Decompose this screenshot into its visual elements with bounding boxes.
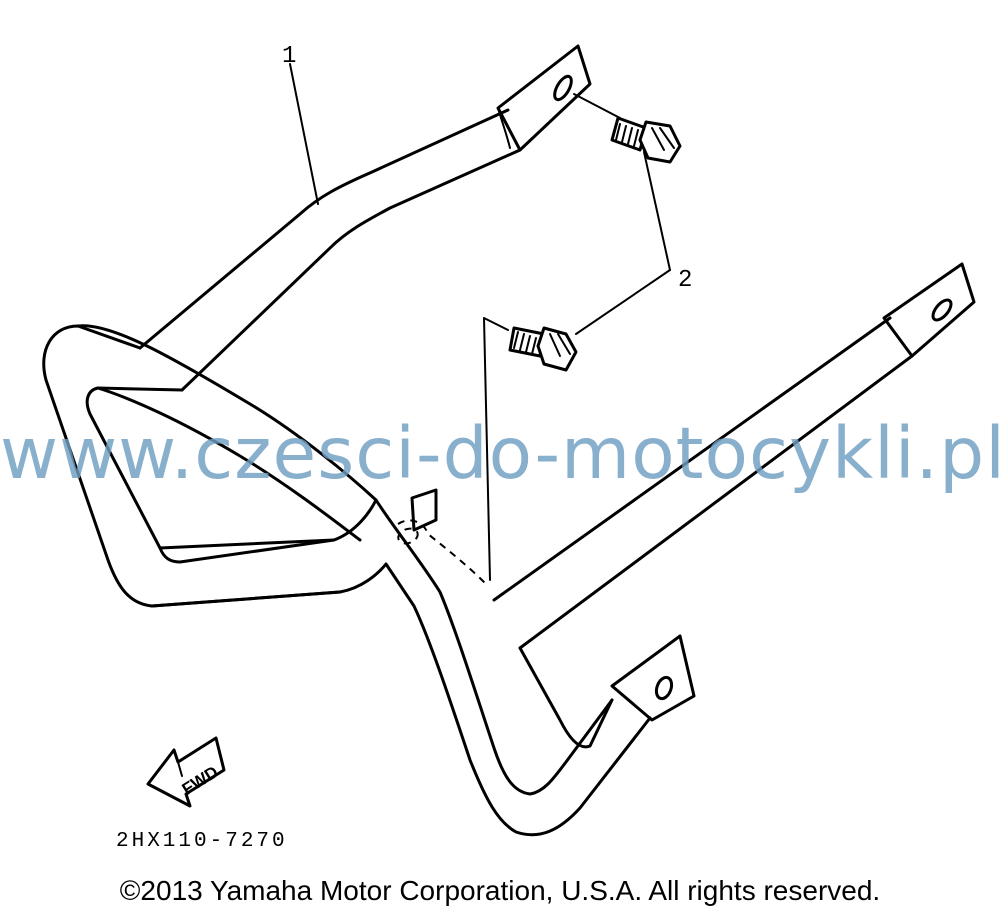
diagram-code: 2HX110-7270: [116, 830, 288, 853]
upper-mount-bracket: [496, 44, 592, 152]
grab-bar-frame: [42, 44, 976, 837]
watermark: www.czesci-do-motocykli.pl: [0, 412, 1000, 495]
leader-bolt-lower-to-tab: [483, 317, 509, 581]
lower-mount-hole: [654, 675, 674, 701]
lower-leg-edge: [518, 646, 614, 749]
bolt-upper-head-facets: [651, 127, 675, 151]
upper-arm-bottom-edge: [180, 148, 522, 392]
callout-part-2: 2: [678, 267, 692, 294]
upper-arm-top-edge: [138, 108, 510, 350]
bolt-lower-head-facets: [549, 333, 571, 357]
u-tube-front-bend-inner: [96, 386, 362, 542]
bolt-lower-thread-lines: [513, 331, 537, 355]
lower-mount-bracket: [610, 634, 696, 722]
center-tab: [410, 488, 438, 532]
fwd-arrow-icon: FWD: [146, 736, 226, 808]
leader-bolt-upper-to-hole: [573, 93, 621, 119]
upper-arm-flare: [497, 107, 511, 149]
copyright-notice: ©2013 Yamaha Motor Corporation, U.S.A. A…: [119, 875, 881, 906]
u-tube-front-bend: [76, 324, 378, 502]
u-tube-outer-edge: [42, 324, 652, 837]
leader-part-1: [289, 63, 319, 205]
leader-part-2-lower: [575, 269, 671, 335]
right-mount-hole: [931, 298, 953, 322]
cross-member-lower: [150, 590, 342, 608]
hidden-hole: [397, 527, 419, 545]
u-tube-inner-edge: [85, 386, 614, 796]
bolt-upper: [610, 116, 682, 164]
callout-part-1: 1: [282, 43, 296, 70]
hidden-weld-outline: [397, 519, 487, 585]
leader-part-2-upper: [643, 151, 671, 271]
right-mount-bracket: [882, 262, 976, 358]
upper-mount-hole: [553, 74, 573, 102]
right-arm-top-edge: [492, 316, 892, 602]
right-arm-bottom-edge: [518, 354, 914, 650]
cross-member: [158, 538, 336, 550]
bolt-lower: [508, 326, 578, 372]
bolt-upper-thread-lines: [615, 123, 639, 147]
